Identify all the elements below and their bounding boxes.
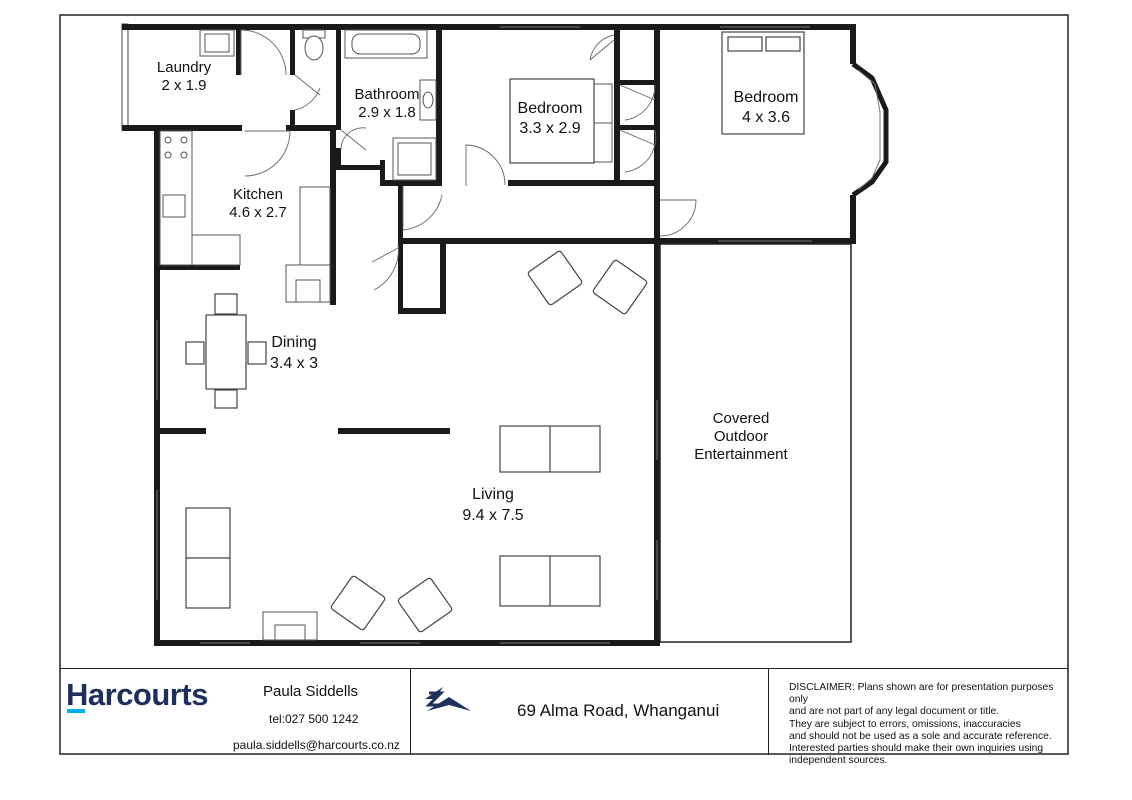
bedroom1-label: Bedroom (734, 89, 799, 106)
agent-name: Paula Siddells (263, 683, 359, 700)
bathroom-size: 2.9 x 1.8 (358, 104, 416, 121)
bathroom-label: Bathroom (354, 86, 419, 103)
dining-label: Dining (271, 334, 316, 351)
bedroom2-size: 3.3 x 2.9 (519, 120, 580, 137)
bedroom1-size: 4 x 3.6 (742, 109, 790, 126)
address-panel: 69 Alma Road, Whanganui (410, 669, 767, 755)
brand-panel: Harcourts Paula Siddells tel:027 500 124… (60, 669, 408, 755)
page-border (59, 14, 1069, 755)
living-label: Living (472, 486, 514, 503)
dining-size: 3.4 x 3 (270, 355, 318, 372)
furniture (185, 31, 805, 633)
laundry-label: Laundry (157, 59, 212, 76)
disclaimer-panel: DISCLAIMER: Plans shown are for presenta… (768, 669, 1069, 766)
windows (156, 26, 812, 644)
laundry-size: 2 x 1.9 (161, 77, 206, 94)
disclaimer-text: DISCLAIMER: Plans shown are for presenta… (789, 682, 1054, 767)
outdoor-label-line3: Entertainment (694, 446, 788, 463)
footer: Harcourts Paula Siddells tel:027 500 124… (60, 668, 1069, 766)
north-arrow-icon (425, 687, 471, 711)
brand-logo: Harcourts (66, 677, 208, 712)
brand-accent-bar (67, 709, 85, 713)
kitchen-size: 4.6 x 2.7 (229, 204, 287, 221)
property-address: 69 Alma Road, Whanganui (517, 701, 720, 720)
living-size: 9.4 x 7.5 (462, 507, 523, 524)
agent-email: paula.siddells@harcourts.co.nz (233, 738, 400, 752)
doors (240, 29, 697, 291)
outdoor-label-line2: Outdoor (714, 428, 768, 445)
outdoor-label-line1: Covered (713, 410, 770, 427)
bedroom2-label: Bedroom (518, 100, 583, 117)
agent-phone: tel:027 500 1242 (269, 712, 359, 726)
kitchen-label: Kitchen (233, 186, 283, 203)
